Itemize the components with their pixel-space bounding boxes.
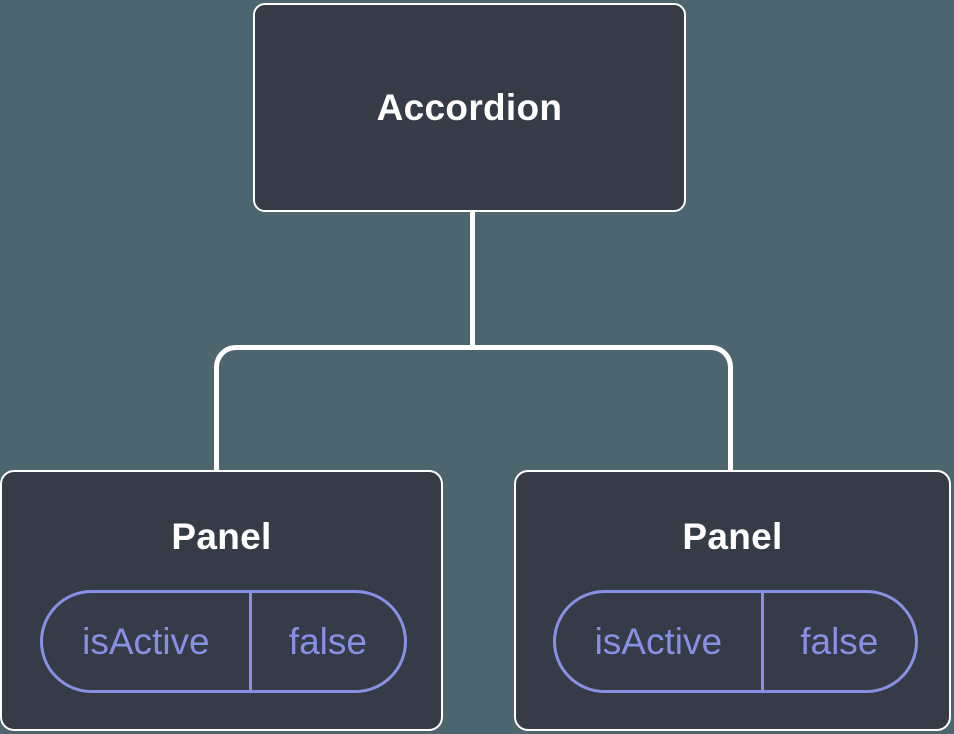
accordion-node: Accordion xyxy=(253,3,686,212)
accordion-node-label: Accordion xyxy=(376,86,563,128)
pill-divider xyxy=(248,593,252,690)
panel-node-1-label: Panel xyxy=(171,516,272,557)
connector-branches xyxy=(214,345,733,472)
panel-node-1: Panel isActive false xyxy=(0,470,443,731)
state-name: isActive xyxy=(82,620,210,662)
state-value: false xyxy=(800,620,879,662)
panel-node-2-label: Panel xyxy=(682,516,783,557)
state-name: isActive xyxy=(594,620,723,662)
pill-divider xyxy=(760,593,764,690)
state-pill: isActive false xyxy=(40,590,407,693)
panel-node-2: Panel isActive false xyxy=(514,470,951,731)
state-pill: isActive false xyxy=(553,590,918,693)
state-value: false xyxy=(288,620,367,662)
connector-stem xyxy=(470,211,475,350)
